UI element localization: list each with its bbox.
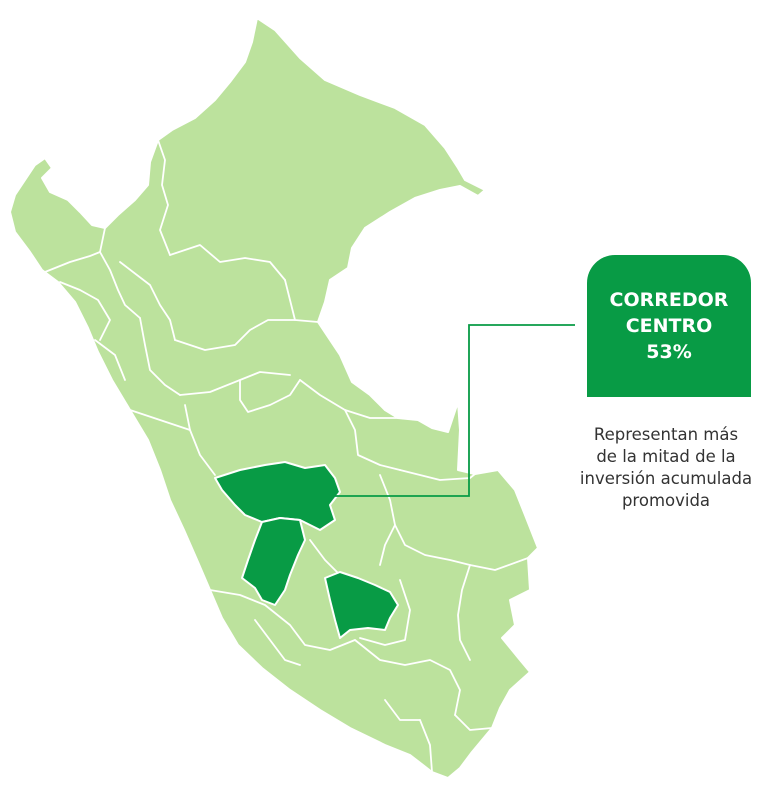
region-huancavelica: [241, 517, 306, 606]
highlighted-regions: [214, 461, 399, 639]
description-line: inversión acumulada: [579, 469, 753, 488]
callout-connector: [335, 324, 575, 497]
region-junin: [214, 461, 341, 531]
description-line: de la mitad de la: [596, 447, 736, 466]
callout-title-line2: CENTRO: [625, 315, 713, 337]
region-ayacucho-south: [324, 571, 399, 639]
description-line: promovida: [621, 491, 711, 510]
callout-percentage: 53%: [646, 341, 692, 363]
region-boundaries: [44, 139, 529, 773]
callout-box: CORREDOR CENTRO 53%: [587, 255, 751, 397]
description-line: Representan más: [593, 425, 739, 444]
country-outline: [9, 17, 539, 779]
callout-description: Representan más de la mitad de la invers…: [556, 424, 765, 512]
callout-title-line1: CORREDOR: [609, 289, 729, 311]
